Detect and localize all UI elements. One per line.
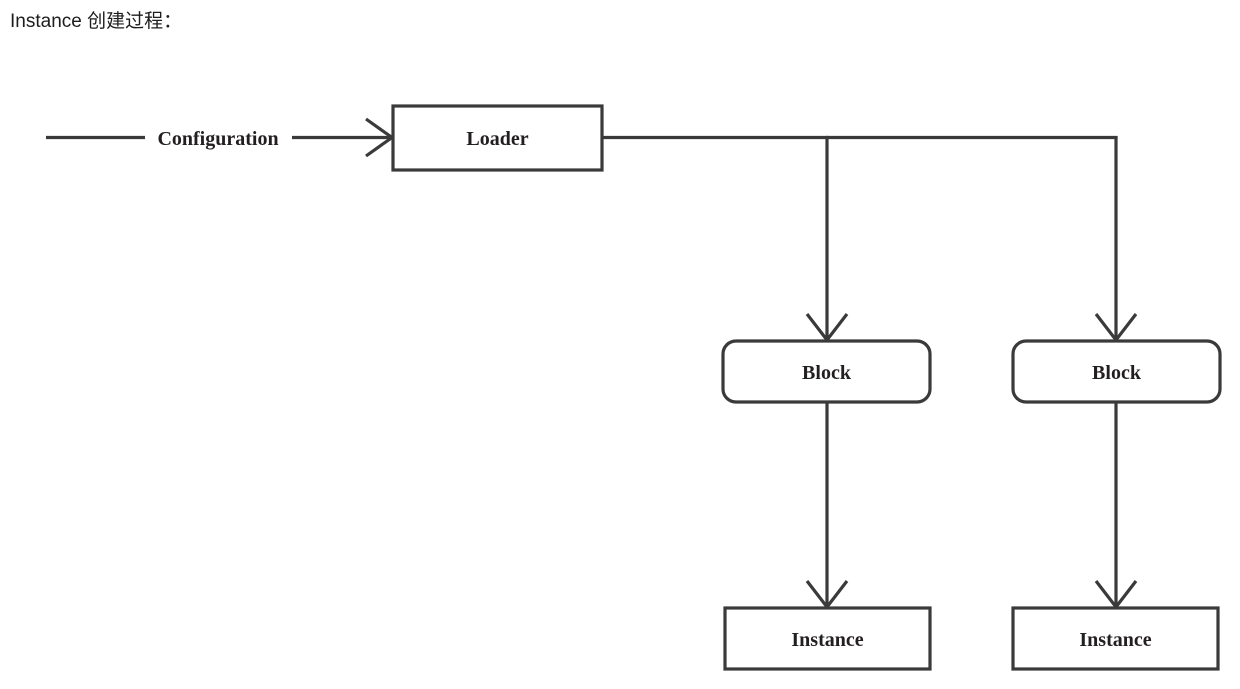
node-instance-right-shape [1011,606,1220,671]
node-instance-right[interactable]: Instance [1011,606,1220,671]
node-instance-left-label: Instance [791,629,863,651]
edge-loader-to-block-left [602,135,849,343]
node-instance-right-label: Instance [1079,629,1151,651]
edge-block-left-to-instance-left [805,402,849,610]
node-instance-left-shape [723,606,932,671]
edge-label-configuration: Configuration [157,128,278,150]
node-loader-label: Loader [466,128,528,150]
node-loader-shape [391,104,604,172]
edge-block-right-to-instance-right [1094,402,1138,610]
node-instance-left[interactable]: Instance [723,606,932,671]
edge-loader-to-block-right [826,135,1138,343]
node-loader[interactable]: Loader [391,104,604,172]
edge-configuration-to-loader: Configuration [46,117,395,158]
node-block-left-label: Block [802,362,852,384]
node-block-right-label: Block [1092,362,1142,384]
node-block-right[interactable]: Block [1011,339,1222,404]
node-block-left[interactable]: Block [721,339,932,404]
page-title: Instance 创建过程： [10,11,183,32]
